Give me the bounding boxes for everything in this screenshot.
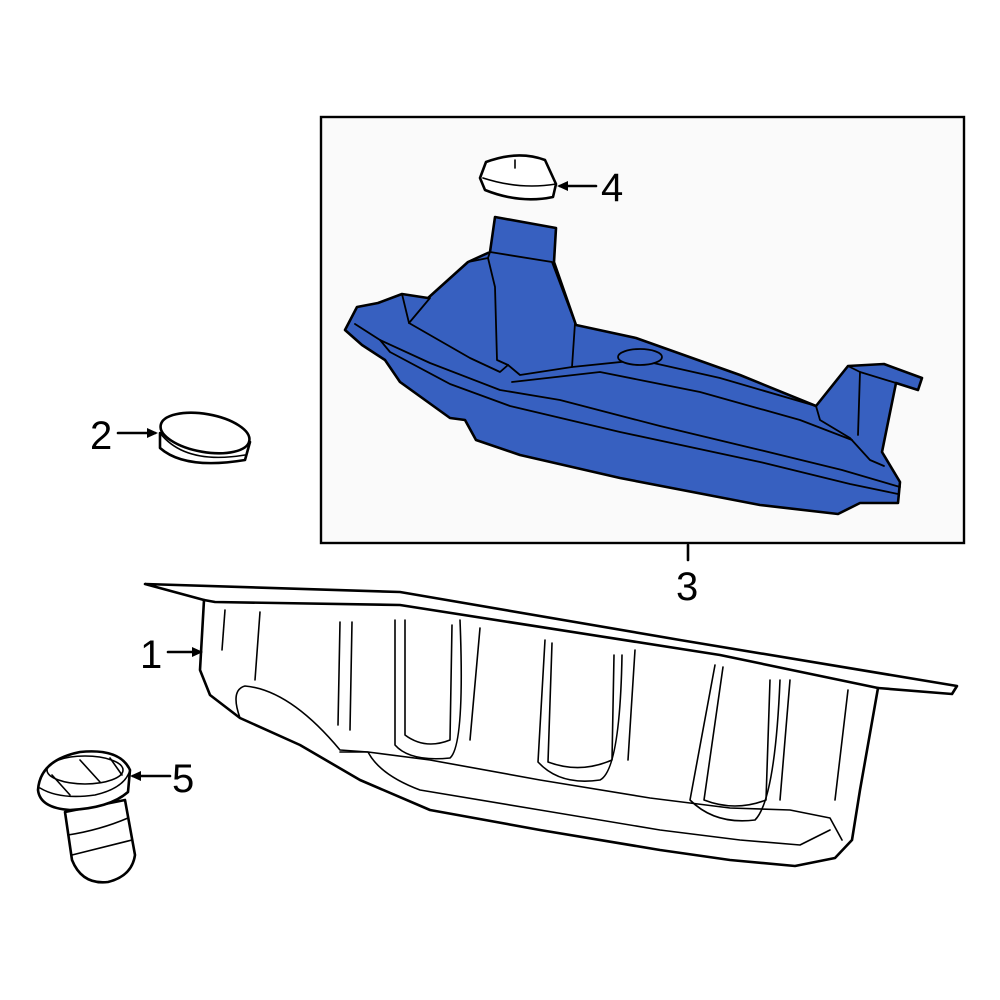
leader-4 (557, 181, 598, 191)
callout-4: 4 (601, 166, 623, 210)
leader-5 (130, 771, 172, 781)
drain-bolt-icon[interactable] (36, 750, 137, 884)
leader-1 (166, 647, 203, 657)
leader-2 (116, 428, 158, 438)
plug-cap-icon[interactable] (157, 406, 252, 465)
oil-pan-icon[interactable] (143, 582, 959, 868)
callout-3: 3 (676, 565, 698, 609)
filter-assembly-icon[interactable] (343, 215, 924, 516)
callout-2: 2 (90, 414, 112, 458)
callout-1: 1 (140, 633, 162, 677)
seal-ring-icon[interactable] (478, 154, 558, 201)
callout-5: 5 (172, 757, 194, 801)
